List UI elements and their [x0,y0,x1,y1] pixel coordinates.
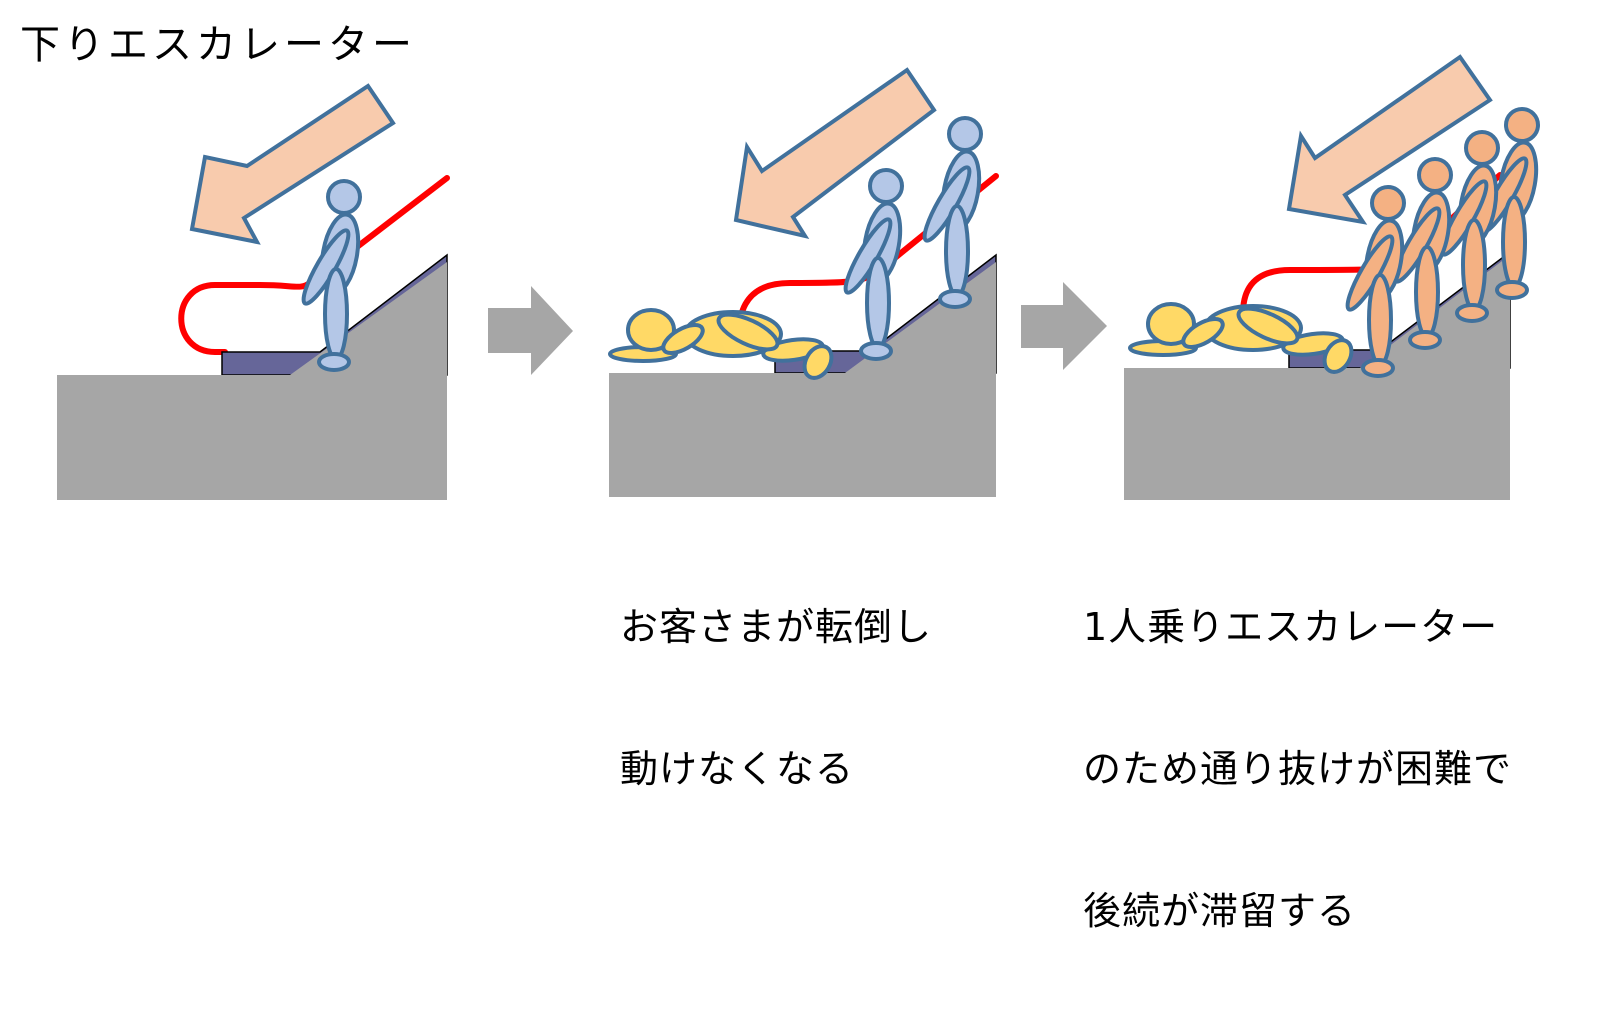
down-direction-arrow-icon [733,67,937,240]
panel-2 [608,67,999,497]
down-direction-arrow-icon [189,83,396,245]
caption-line: のため通り抜けが困難で [1083,747,1513,791]
panel-3-caption: 1人乗りエスカレーター のため通り抜けが困難で 後続が滞留する [1083,512,1512,1030]
panel-1 [57,83,450,500]
ground-platform [57,262,447,500]
transition-arrow-icon [488,286,573,375]
down-direction-arrow-icon [1286,54,1493,225]
caption-line: 後続が滞留する [1083,889,1357,933]
caption-line: 動けなくなる [620,747,855,791]
panel-3 [1124,54,1544,500]
caption-line: お客さまが転倒し [620,605,933,649]
handrail-icon [178,175,450,355]
transition-arrow-icon [1021,282,1107,370]
ground-platform [1124,255,1510,500]
diagram-title: 下りエスカレーター [20,22,416,68]
panel-2-caption: お客さまが転倒し 動けなくなる [620,512,932,888]
diagram-graphics [57,54,1544,500]
caption-line: 1人乗りエスカレーター [1083,605,1499,649]
ground-platform [609,262,996,497]
escalator-accident-diagram: 下りエスカレーター [20,22,1544,933]
